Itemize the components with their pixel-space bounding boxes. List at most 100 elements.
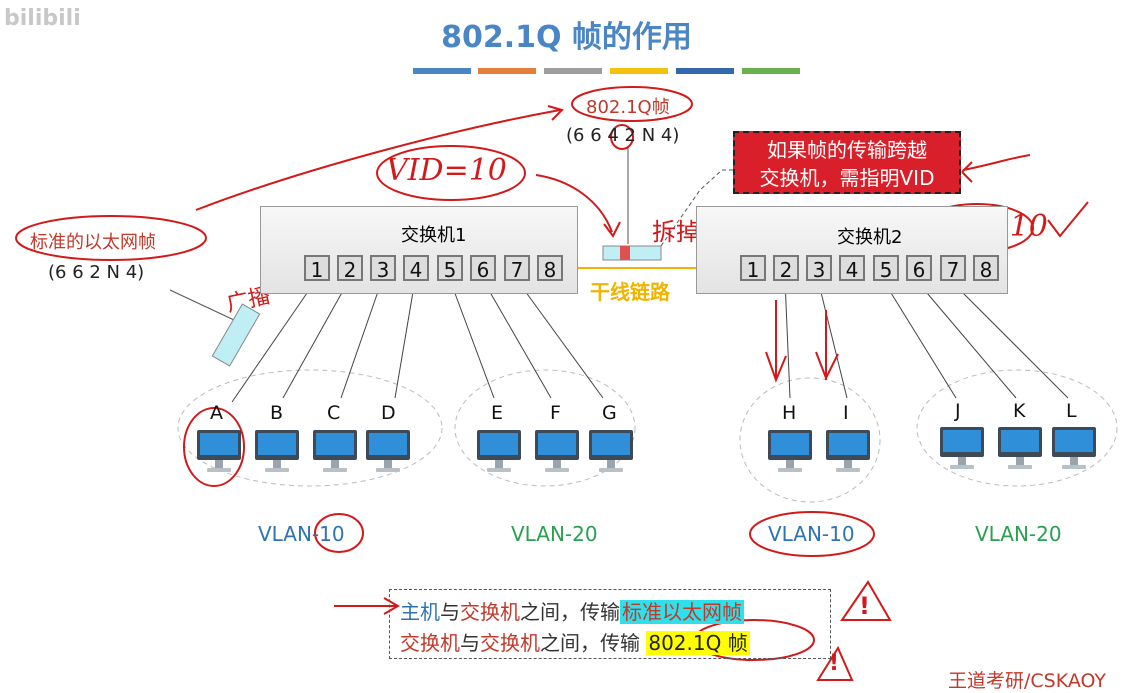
switch-2-port-6: 6: [906, 255, 932, 282]
host-label-g: G: [602, 402, 617, 424]
computer-icon: [940, 427, 984, 469]
computer-icon: [477, 430, 521, 472]
hand-warning-2: !: [829, 651, 840, 676]
title-bar-1: [413, 68, 471, 74]
switch-1-port-1: 1: [304, 255, 330, 282]
note2-switch-a: 交换机: [400, 631, 460, 655]
computer-icon: [255, 430, 299, 472]
arrow-note: [334, 597, 401, 615]
arrow-std-to-8021q: [195, 109, 561, 211]
host-label-l: L: [1066, 400, 1077, 422]
switch-1-port-3: 3: [370, 255, 396, 282]
circle-vlan10-b: [749, 511, 875, 557]
host-label-j: J: [955, 400, 961, 422]
vlan-tag-field: [620, 246, 630, 260]
warning-triangle-2: [816, 645, 854, 681]
frame-8021q-label: 802.1Q帧: [586, 97, 670, 118]
switch-1-port-6: 6: [470, 255, 496, 282]
vlan-label-sw1-20: VLAN-20: [511, 522, 598, 546]
switch-2-port-4: 4: [839, 255, 865, 282]
host-label-e: E: [491, 402, 504, 424]
note2-switch-b: 交换机: [480, 631, 540, 655]
hand-remove: 拆掉: [652, 218, 700, 246]
std-frame-pointer: [169, 289, 235, 321]
callout-line-2: 交换机，需指明VID: [759, 166, 935, 190]
note1-between: 之间，传输: [520, 600, 620, 624]
arrow-down-h: [765, 300, 787, 383]
computer-icon: [768, 430, 812, 472]
switch-2-name: 交换机2: [837, 227, 903, 248]
vlan-label-sw1-10: VLAN-10: [258, 522, 345, 546]
computer-icon: [366, 430, 410, 472]
note2-and: 与: [460, 631, 480, 655]
note1-std-frame: 标准以太网帧: [620, 600, 744, 624]
title-bar-5: [676, 68, 734, 74]
frame-std-fields: (6 6 2 N 4): [48, 262, 145, 283]
switch-2-port-8: 8: [973, 255, 999, 282]
vlan-label-sw2-10: VLAN-10: [768, 522, 855, 546]
note1-host: 主机: [400, 600, 440, 624]
hand-vid-1: VID=10: [386, 153, 507, 188]
switch-1-name: 交换机1: [401, 225, 467, 246]
circle-vlan10-a: [314, 513, 364, 553]
notes-box: 主机与交换机之间，传输标准以太网帧 交换机与交换机之间，传输 802.1Q 帧: [389, 589, 831, 659]
vid-callout: 如果帧的传输跨越 交换机，需指明VID: [733, 131, 961, 194]
vlan-group-ellipse: [177, 369, 443, 487]
host-label-a: A: [210, 402, 223, 424]
host-label-k: K: [1013, 400, 1026, 422]
switch-1-port-8: 8: [537, 255, 563, 282]
switch-1-port-5: 5: [437, 255, 463, 282]
circle-vid-1: [376, 145, 526, 201]
switch-2-port-5: 5: [873, 255, 899, 282]
switch-2: 交换机2 1 2 3 4 5 6 7 8: [696, 206, 1008, 294]
std-frame-icon: [211, 303, 261, 367]
note-line-2: 交换机与交换机之间，传输 802.1Q 帧: [400, 627, 750, 656]
hand-warning-1: !: [859, 592, 870, 620]
host-label-h: H: [782, 402, 797, 424]
title-bar-6: [742, 68, 800, 74]
switch-2-port-7: 7: [940, 255, 966, 282]
note1-and: 与: [440, 600, 460, 624]
frame-8021q-fields: (6 6 4 2 N 4): [566, 125, 680, 146]
vlan-group-ellipse: [916, 369, 1118, 487]
computer-icon: [313, 430, 357, 472]
title-bar-2: [478, 68, 536, 74]
title-bar-4: [610, 68, 668, 74]
note2-8021q-frame: 802.1Q 帧: [646, 631, 750, 655]
circle-host-a: [183, 407, 245, 487]
switch-1: 交换机1 1 2 3 4 5 6 7 8: [260, 206, 578, 294]
cables-switch2: [784, 279, 1069, 399]
page-title: 802.1Q 帧的作用: [441, 20, 692, 55]
watermark: bilibili: [4, 6, 81, 31]
circle-8021q: [571, 86, 693, 122]
note2-between: 之间，传输: [540, 631, 647, 655]
vlan-group-ellipse: [739, 377, 881, 503]
warning-triangle-1: [840, 580, 892, 621]
cables-switch1: [231, 279, 604, 403]
circle-tag-len: [610, 124, 634, 150]
host-label-f: F: [550, 402, 561, 424]
switch-2-port-1: 1: [740, 255, 766, 282]
vlan-group-ellipse: [454, 369, 636, 487]
computer-icon: [535, 430, 579, 472]
host-label-d: D: [381, 402, 396, 424]
computer-icon: [826, 430, 870, 472]
host-label-i: I: [843, 402, 849, 424]
title-bar-3: [544, 68, 602, 74]
vlan-label-sw2-20: VLAN-20: [975, 522, 1062, 546]
switch-1-port-2: 2: [337, 255, 363, 282]
computer-icon: [589, 430, 633, 472]
switch-2-port-3: 3: [806, 255, 832, 282]
circle-std-frame: [15, 215, 207, 261]
frame-on-trunk: [602, 245, 662, 261]
switch-2-port-2: 2: [773, 255, 799, 282]
host-label-c: C: [327, 402, 341, 424]
switch-1-port-4: 4: [403, 255, 429, 282]
arrow-vid: [535, 174, 613, 233]
computer-icon: [197, 430, 241, 472]
computer-icon: [998, 427, 1042, 469]
arrow-down-i: [815, 310, 839, 381]
host-label-b: B: [270, 402, 284, 424]
